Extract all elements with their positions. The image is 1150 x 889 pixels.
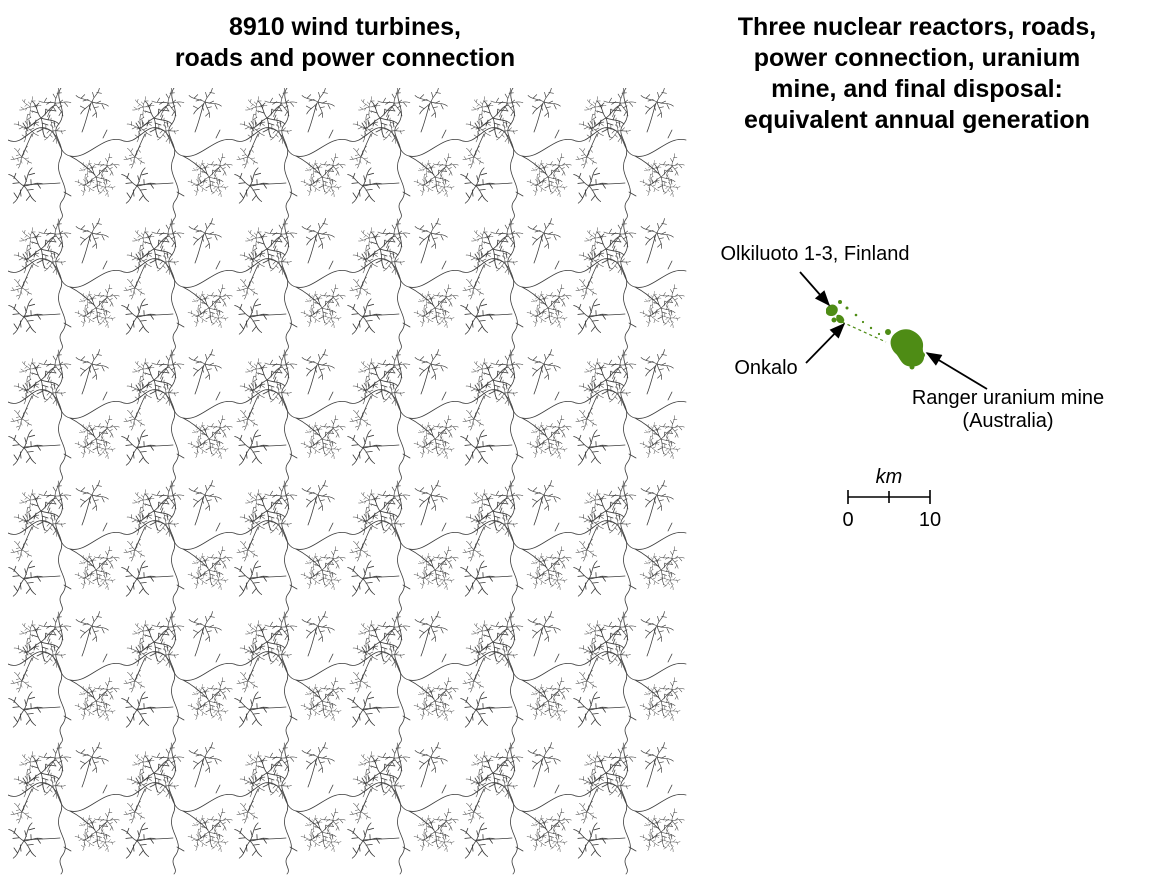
nuclear-map: km 0 10	[799, 271, 988, 531]
wind-panel-title: 8910 wind turbines, roads and power conn…	[174, 13, 516, 72]
ranger-mine-shape	[885, 329, 925, 370]
wind-network-map	[8, 88, 690, 883]
ranger-label: Ranger uranium mine (Australia)	[911, 387, 1105, 432]
scale-bar-zero-label: 0	[842, 509, 853, 531]
nuclear-panel-title: Three nuclear reactors, roads, power con…	[737, 13, 1097, 134]
olkiluoto-arrow-icon	[799, 271, 831, 307]
onkalo-label: Onkalo	[734, 357, 798, 379]
scale-bar-ten-label: 10	[919, 509, 941, 531]
olkiluoto-label: Olkiluoto 1-3, Finland	[720, 243, 910, 265]
site-connector-road	[841, 321, 887, 343]
annotation-arrows	[799, 271, 988, 390]
scale-bar	[847, 490, 931, 504]
scale-bar-unit-label: km	[876, 466, 903, 488]
ranger-arrow-icon	[925, 352, 988, 390]
olkiluoto-site-shape	[826, 300, 881, 336]
onkalo-arrow-icon	[805, 322, 846, 364]
wind-network-pattern	[8, 88, 687, 874]
nuclear-sites	[826, 300, 925, 370]
